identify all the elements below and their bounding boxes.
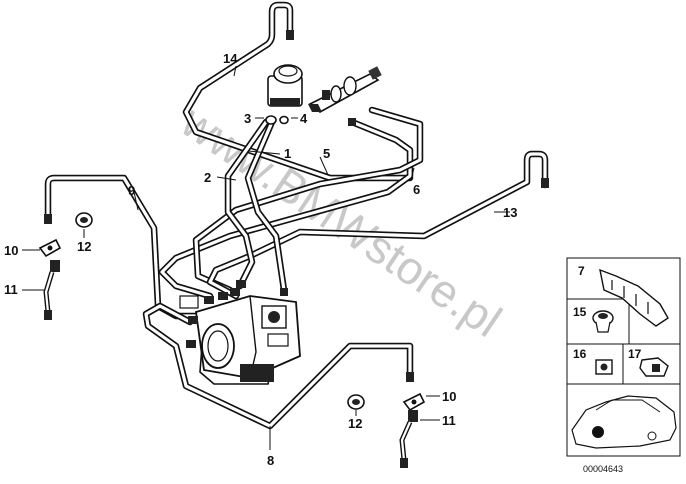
grommet-15 xyxy=(592,310,614,333)
abs-hydraulic-unit xyxy=(179,295,301,385)
grommet-12-left xyxy=(75,212,93,228)
callout-11-left: 11 xyxy=(4,282,18,297)
callout-6: 6 xyxy=(413,182,420,197)
seal-ring-4 xyxy=(279,115,289,125)
pipe-13 xyxy=(206,150,549,300)
callout-10-left: 10 xyxy=(4,243,18,258)
pipe-5 xyxy=(158,118,414,300)
pipe-14 xyxy=(182,1,414,182)
callout-8: 8 xyxy=(267,453,274,468)
car-silhouette xyxy=(571,395,677,449)
pipe-clip-7 xyxy=(599,268,669,327)
callout-3: 3 xyxy=(244,111,251,126)
clip-17 xyxy=(639,357,669,377)
pipe-8 xyxy=(142,302,414,430)
pipe-2 xyxy=(224,118,270,290)
callout-12-right: 12 xyxy=(348,416,362,431)
bracket-10-left xyxy=(38,238,62,258)
callouts: 1 2 3 4 5 6 8 9 10 10 11 11 12 12 13 14 xyxy=(4,51,517,468)
callout-4: 4 xyxy=(300,111,308,126)
callout-7: 7 xyxy=(578,264,585,278)
bracket-10-right xyxy=(402,392,426,412)
seal-ring-3 xyxy=(265,115,277,125)
callout-10-right: 10 xyxy=(442,389,456,404)
callout-5: 5 xyxy=(323,146,330,161)
pipe-1 xyxy=(244,118,288,294)
fittings xyxy=(44,30,549,382)
pipe-6 xyxy=(192,106,424,294)
brake-hose-11-left xyxy=(43,260,60,320)
pipe-9 xyxy=(44,174,202,320)
leader-lines xyxy=(22,65,510,450)
callout-12-left: 12 xyxy=(77,239,91,254)
reference-number: 00004643 xyxy=(583,464,623,474)
callout-14: 14 xyxy=(223,51,238,66)
callout-16: 16 xyxy=(573,347,587,361)
callout-9: 9 xyxy=(128,183,135,198)
clip-16 xyxy=(595,359,613,375)
callout-17: 17 xyxy=(628,347,642,361)
brake-hose-11-right xyxy=(399,410,418,468)
callout-13: 13 xyxy=(503,205,517,220)
brake-pipes xyxy=(44,1,549,430)
grommet-12-right xyxy=(347,394,365,410)
callout-1: 1 xyxy=(284,146,291,161)
callout-15: 15 xyxy=(573,305,587,319)
brake-fluid-reservoir xyxy=(267,64,303,107)
callout-11-right: 11 xyxy=(442,413,456,428)
callout-2: 2 xyxy=(204,170,211,185)
inset-panel: 7 15 16 17 00004643 xyxy=(566,257,681,474)
master-cylinder xyxy=(308,66,382,113)
